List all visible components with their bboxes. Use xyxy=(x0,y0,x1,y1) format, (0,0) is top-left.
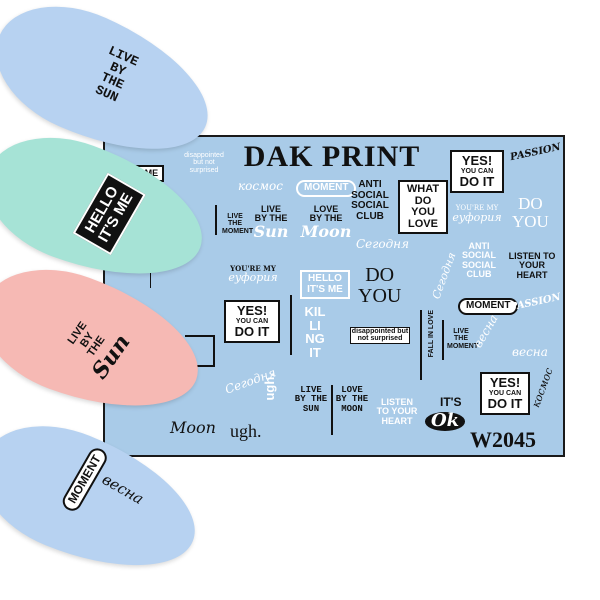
divider xyxy=(331,385,333,435)
product-code: W2045 xyxy=(470,427,536,452)
its-me-text: IT'S ME xyxy=(307,283,343,295)
hello-text: HELLO xyxy=(308,273,342,284)
live-text: LIVE xyxy=(260,204,281,214)
sticker-moment-top: MOMENT xyxy=(296,180,357,197)
sticker-ok: Ok xyxy=(425,411,466,431)
yes3-text: YES! xyxy=(489,375,521,390)
do-it-text: DO IT xyxy=(459,173,495,189)
sticker-hello-its-me-white: HELLO IT'S ME xyxy=(300,270,350,299)
brand-title: DAK PRINT xyxy=(243,140,421,173)
anti-text: ANTI xyxy=(358,179,382,190)
sticker-vesna-2: весна xyxy=(512,345,548,359)
sticker-euphoria-top: YOU'RE MY eyфория xyxy=(448,204,506,225)
moon-script: Moon xyxy=(300,221,352,241)
sticker-live-the-moment: LIVE THE MOMENT xyxy=(222,213,254,235)
by-the-text: BY THE xyxy=(254,213,288,224)
you-white-text: YOU xyxy=(512,211,549,231)
sticker-ugh-black: ugh. xyxy=(230,421,262,441)
what-text: WHAT xyxy=(406,183,440,195)
sticker-yes-bottom: YES! YOU CAN DO IT xyxy=(480,372,530,415)
sticker-live-by-the-sun-mono: LIVE BY THE SUN xyxy=(294,385,328,414)
do-it2-text: DO IT xyxy=(234,323,270,339)
social-text-2: SOCIAL xyxy=(351,200,389,211)
sun-script: Sun xyxy=(253,221,289,241)
divider xyxy=(215,205,217,235)
love-text: LOVE xyxy=(408,217,438,230)
do-it3-text: DO IT xyxy=(487,395,523,411)
sticker-disappointed-top: disappointed but not surprised xyxy=(184,152,224,174)
sticker-live-the-moment-2: LIVE THE MOMENT xyxy=(447,328,479,350)
do-white-text: DO xyxy=(518,194,543,213)
social-text: SOCIAL xyxy=(351,189,389,201)
youre-my-text-2: YOU'RE MY xyxy=(230,264,276,273)
sticker-fall-in-love: FALL IN LOVE xyxy=(427,310,435,358)
divider xyxy=(213,335,215,367)
sticker-its: IT'S xyxy=(440,395,462,409)
sticker-kocmoc: космос xyxy=(238,179,284,193)
sticker-live-by-the-sun: LIVE BY THE Sun xyxy=(250,204,292,241)
sticker-do-you-black: DO YOU xyxy=(358,265,401,307)
sticker-yes-top: YES! YOU CAN DO IT xyxy=(450,150,504,193)
sticker-anti-social: ANTI SOCIAL SOCIAL CLUB xyxy=(348,179,392,222)
euphoria-text-2: eyфория xyxy=(228,271,278,285)
sticker-ugh-white: ugh. xyxy=(261,373,277,401)
you-can2-text: YOU CAN xyxy=(235,317,269,325)
yes2-text: YES! xyxy=(236,303,268,318)
sticker-yes-mid: YES! YOU CAN DO IT xyxy=(224,300,280,343)
divider xyxy=(185,365,213,367)
youre-my-text: YOU'RE MY xyxy=(455,204,499,212)
sticker-disappointed-mid: disappointed but not surprised xyxy=(350,327,410,344)
sticker-segodnya: Сегодня xyxy=(356,237,410,251)
divider xyxy=(420,310,422,380)
sticker-anti-social-white: ANTI SOCIAL SOCIAL CLUB xyxy=(461,241,496,280)
sticker-love-by-the-moon: LOVE BY THE Moon xyxy=(300,204,352,241)
sticker-what-do-you-love: WHAT DO YOU LOVE xyxy=(398,180,448,235)
divider xyxy=(442,320,444,360)
sticker-moon-partial: Moon xyxy=(170,418,216,437)
club-text: CLUB xyxy=(356,210,384,222)
sticker-listen-white: LISTEN TO YOUR HEART xyxy=(376,397,418,426)
you-black-text: YOU xyxy=(358,285,402,307)
by-the-text-2: BY THE xyxy=(309,213,343,224)
do-black-text: DO xyxy=(365,264,395,286)
you-can3-text: YOU CAN xyxy=(488,389,522,397)
yes-text: YES! xyxy=(461,153,493,168)
you-can-text: YOU CAN xyxy=(460,167,494,175)
sticker-do-you-white: DO YOU xyxy=(512,195,549,231)
do-you-text: DO YOU xyxy=(411,194,435,219)
sticker-euphoria-mid: YOU'RE MY eyфория xyxy=(222,265,284,284)
love-by-text: LOVE xyxy=(313,204,339,214)
sticker-moment-mid: MOMENT xyxy=(458,298,519,315)
euphoria-text: eyфория xyxy=(452,211,502,225)
divider xyxy=(185,335,213,337)
divider xyxy=(290,295,292,355)
sticker-love-by-the-moon-mono: LOVE BY THE MOON xyxy=(335,385,369,414)
sticker-killing-it: KIL LI NG IT xyxy=(304,304,326,360)
sticker-listen-black: LISTEN TO YOUR HEART xyxy=(508,251,556,280)
